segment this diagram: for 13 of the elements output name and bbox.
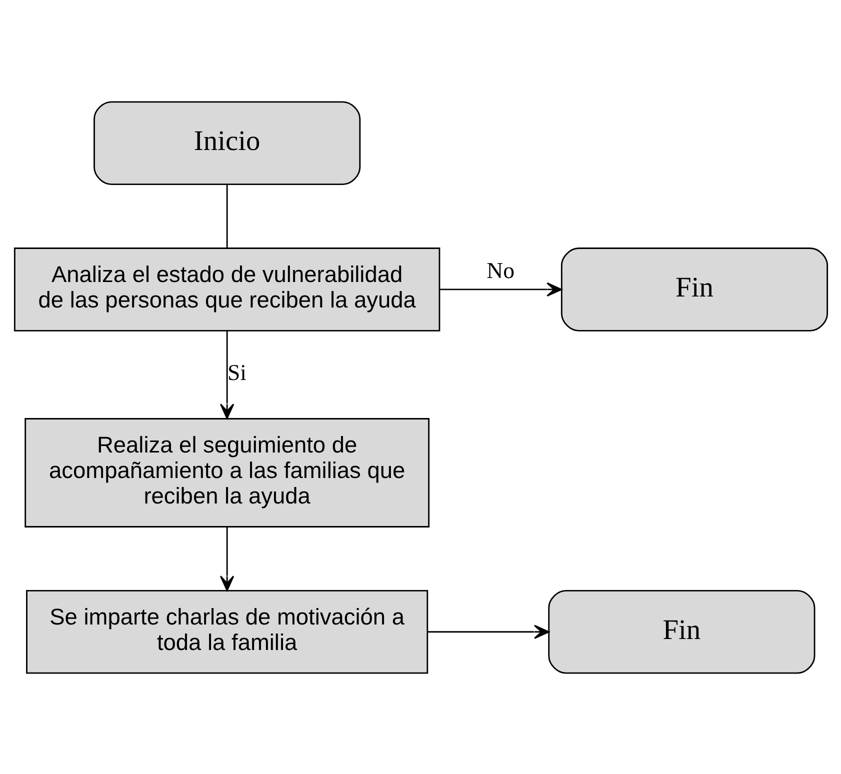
arrow (439, 282, 562, 296)
node-box: Fin (548, 589, 815, 674)
node-box: Analiza el estado de vulnerabilidad de las personas que reciben la ayuda (13, 247, 440, 331)
edge-label: Si (227, 360, 246, 385)
node-box: Realiza el seguimiento de acompañamiento a las familias que reciben la ayuda (24, 418, 430, 527)
arrow (219, 330, 234, 419)
arrow (219, 526, 234, 591)
arrow (427, 624, 549, 638)
edge-label: No (486, 257, 514, 282)
node-box: Se imparte charlas de motivación a toda la familia (26, 589, 428, 674)
connector (226, 184, 228, 248)
node-box: Inicio (93, 100, 360, 185)
node-box: Fin (560, 247, 828, 331)
